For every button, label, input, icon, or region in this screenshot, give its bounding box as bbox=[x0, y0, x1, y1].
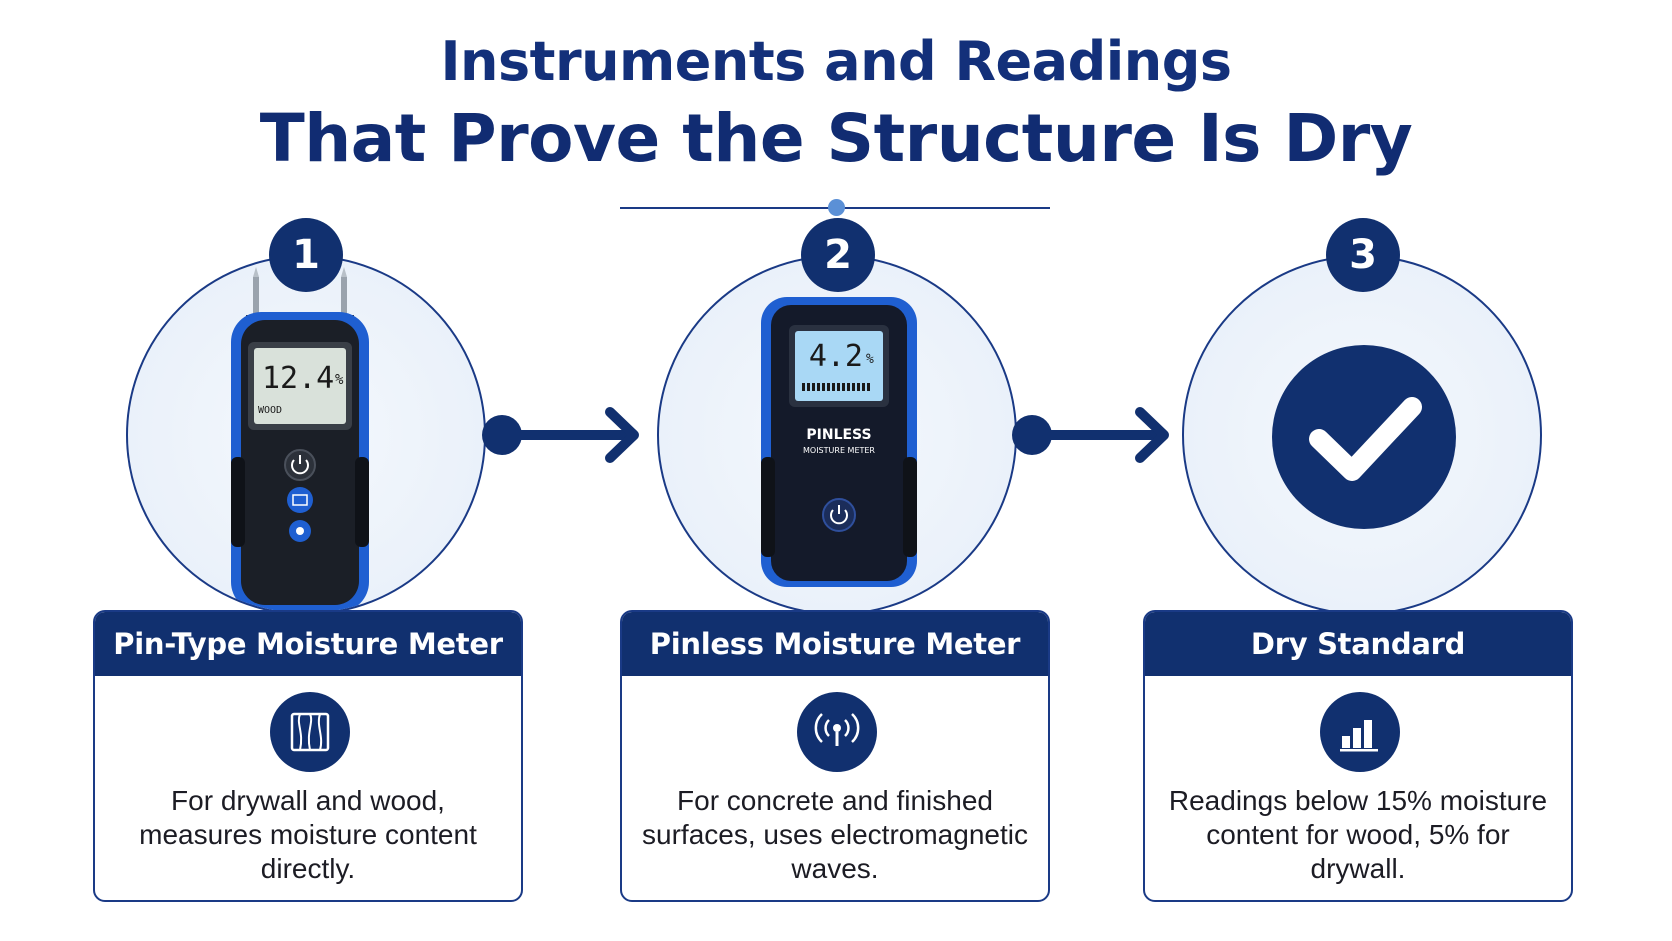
bar-chart-icon bbox=[1320, 692, 1400, 772]
divider-dot bbox=[828, 199, 845, 216]
pinless-meter-reading: 4.2 bbox=[808, 339, 863, 374]
step-3-badge: 3 bbox=[1326, 218, 1400, 292]
step-2-description: For concrete and finished surfaces, uses… bbox=[642, 785, 1028, 884]
title-line-1: Instruments and Readings bbox=[440, 30, 1232, 93]
arrow-right-icon bbox=[1012, 407, 1169, 463]
step-1-description: For drywall and wood, measures moisture … bbox=[139, 785, 477, 884]
pinless-meter-illustration bbox=[761, 297, 917, 587]
step-3-heading: Dry Standard bbox=[1145, 612, 1571, 676]
checkmark-icon bbox=[1272, 345, 1456, 529]
step-1-circle: 12.4 % WOOD bbox=[126, 255, 486, 615]
step-1-heading: Pin-Type Moisture Meter bbox=[95, 612, 521, 676]
wood-grain-icon bbox=[270, 692, 350, 772]
step-3-description: Readings below 15% moisture content for … bbox=[1168, 785, 1548, 884]
pinless-meter-unit: % bbox=[866, 352, 874, 367]
signal-waves-icon bbox=[797, 692, 877, 772]
step-1-card: Pin-Type Moisture Meter For drywall and … bbox=[93, 610, 523, 902]
pin-meter-reading: 12.4 bbox=[262, 361, 335, 396]
step-2-badge: 2 bbox=[801, 218, 875, 292]
step-3-circle bbox=[1182, 255, 1542, 615]
title-line-2: That Prove the Structure Is Dry bbox=[259, 100, 1413, 177]
step-2-card: Pinless Moisture Meter For concrete and … bbox=[620, 610, 1050, 902]
step-1-badge: 1 bbox=[269, 218, 343, 292]
step-2-heading: Pinless Moisture Meter bbox=[622, 612, 1048, 676]
step-3-card: Dry Standard Readings below 15% moisture… bbox=[1143, 610, 1573, 902]
pin-meter-mode: WOOD bbox=[258, 405, 283, 416]
pinless-meter-subtitle: MOISTURE METER bbox=[803, 446, 875, 455]
pinless-meter-brand: PINLESS bbox=[806, 427, 872, 443]
arrow-right-icon bbox=[482, 407, 639, 463]
pin-meter-buttons bbox=[284, 449, 316, 542]
step-2-circle: 4.2 % PINLESS MOISTURE METER bbox=[657, 255, 1017, 615]
pin-meter-unit: % bbox=[335, 372, 344, 388]
